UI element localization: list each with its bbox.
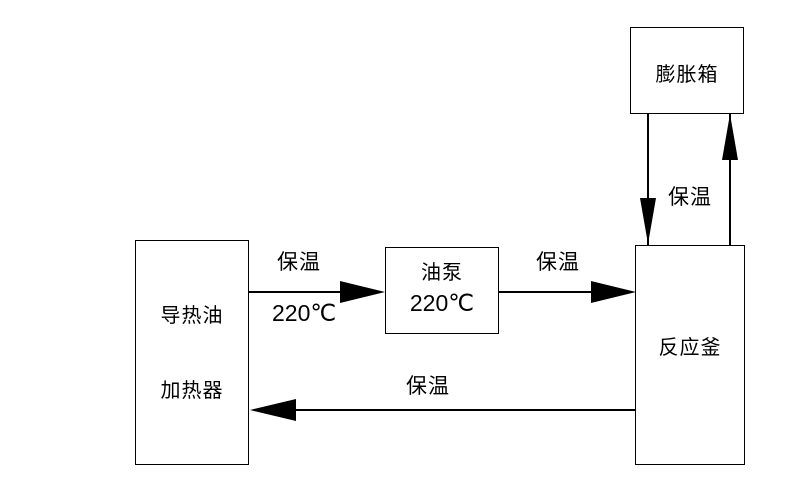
arrowhead-right-pump-to-reactor-icon xyxy=(591,281,636,303)
node-reactor: 反应釜 xyxy=(635,245,745,465)
edge-tank-to-reactor-line xyxy=(647,114,649,245)
node-expansion-tank-label: 膨胀箱 xyxy=(655,64,719,86)
node-oil-pump: 油泵 220℃ xyxy=(385,247,499,334)
arrowhead-down-tank-to-reactor-icon xyxy=(640,198,656,244)
edge-heater-to-pump-label-insulation: 保温 xyxy=(277,251,321,274)
node-oil-pump-label-line1: 油泵 xyxy=(421,262,463,284)
node-oil-pump-label-line2: 220℃ xyxy=(409,290,475,316)
node-heater: 导热油 加热器 xyxy=(135,240,249,465)
edge-pump-to-reactor-label-insulation: 保温 xyxy=(536,251,580,274)
arrowhead-right-heater-to-pump-icon xyxy=(340,281,385,303)
edge-pump-to-reactor-line xyxy=(499,291,597,293)
edge-heater-to-pump-line xyxy=(249,291,345,293)
node-heater-label-line1: 导热油 xyxy=(160,305,224,327)
arrowhead-left-reactor-to-heater-icon xyxy=(250,399,296,421)
arrowhead-up-reactor-to-tank-icon xyxy=(722,114,738,160)
node-heater-label-line2: 加热器 xyxy=(160,380,224,402)
edge-reactor-to-heater-label-insulation: 保温 xyxy=(406,375,450,398)
edge-reactor-to-heater-line xyxy=(294,409,635,411)
edge-heater-to-pump-label-temperature: 220℃ xyxy=(272,300,337,326)
edge-tank-reactor-label-insulation: 保温 xyxy=(668,186,712,209)
node-reactor-label: 反应釜 xyxy=(658,337,722,359)
node-expansion-tank: 膨胀箱 xyxy=(630,27,744,114)
edge-reactor-to-tank-line xyxy=(729,114,731,245)
